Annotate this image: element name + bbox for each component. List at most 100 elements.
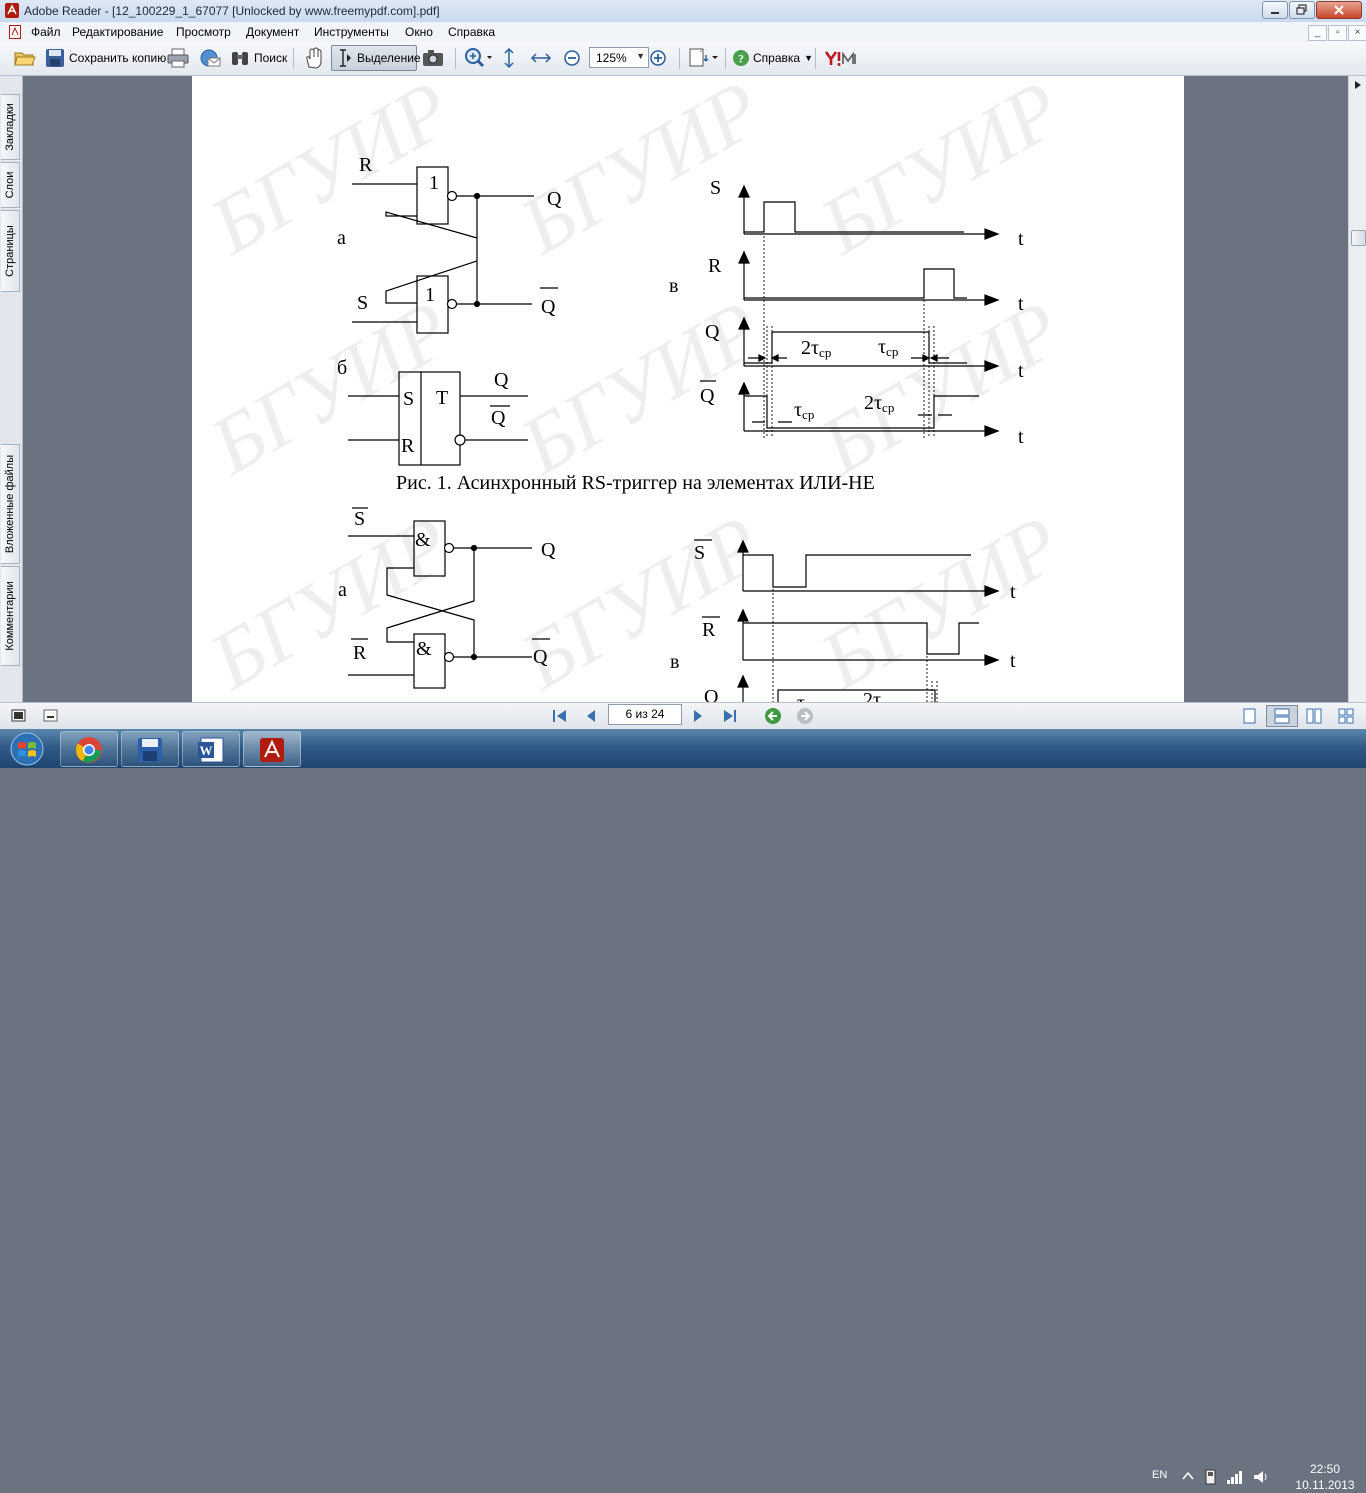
taskbar-adobe-reader[interactable] xyxy=(243,731,301,767)
panel-collapse-icon[interactable] xyxy=(43,708,59,724)
volume-icon[interactable] xyxy=(1252,1469,1270,1485)
taskbar-word[interactable]: W xyxy=(182,731,240,767)
time-axis-label: t xyxy=(1010,581,1016,603)
search-button[interactable]: Поиск xyxy=(230,46,287,70)
svg-text:W: W xyxy=(200,743,213,758)
minimize-button[interactable] xyxy=(1262,1,1288,19)
close-button[interactable] xyxy=(1316,1,1362,19)
doc-minimize-button[interactable]: _ xyxy=(1308,25,1327,41)
timing-s-label: S xyxy=(710,177,721,199)
camera-icon xyxy=(423,50,443,66)
taskbar-save-app[interactable] xyxy=(121,731,179,767)
single-page-view-icon[interactable] xyxy=(1242,708,1258,724)
vertical-scrollbar[interactable] xyxy=(1348,76,1366,702)
doc-restore-button[interactable]: ▫ xyxy=(1328,25,1347,41)
scroll-right-arrow-icon[interactable] xyxy=(1353,80,1363,90)
zoom-tool-button[interactable] xyxy=(464,46,494,70)
forward-view-icon[interactable] xyxy=(796,707,814,725)
restore-button[interactable] xyxy=(1289,1,1315,19)
fit-page-button[interactable] xyxy=(530,46,552,70)
restore-icon xyxy=(1296,4,1307,15)
panel-toggle-icon[interactable] xyxy=(11,708,27,724)
delay-tau-label: τср xyxy=(878,336,898,359)
taskbar-chrome[interactable] xyxy=(60,731,118,767)
symbol-t-label: T xyxy=(436,387,448,409)
figure-1-caption: Рис. 1. Асинхронный RS-триггер на элемен… xyxy=(396,472,875,494)
system-clock[interactable]: 22:50 10.11.2013 xyxy=(1290,1461,1360,1493)
watermark-text: БГУИР xyxy=(505,498,776,702)
last-page-icon[interactable] xyxy=(721,708,739,724)
yahoo-logo-icon xyxy=(824,51,856,66)
tab-comments[interactable]: Комментарии xyxy=(1,566,20,666)
menu-tools[interactable]: Инструменты xyxy=(314,25,389,39)
scrollbar-thumb[interactable] xyxy=(1351,230,1366,246)
email-button[interactable] xyxy=(199,46,221,70)
fit-page-vertical-icon xyxy=(504,47,514,69)
menu-file[interactable]: Файл xyxy=(31,25,61,39)
menu-document[interactable]: Документ xyxy=(246,25,300,39)
next-page-icon[interactable] xyxy=(690,708,706,724)
watermark-group: БГУИР БГУИР БГУИР БГУИР БГУИР БГУИР БГУИ… xyxy=(195,76,1076,702)
select-label: Выделение xyxy=(357,51,421,65)
subfigure-b-label: б xyxy=(337,357,347,379)
watermark-text: БГУИР xyxy=(805,76,1076,272)
page-display-button[interactable] xyxy=(688,46,720,70)
tab-layers[interactable]: Слои xyxy=(1,162,20,208)
snapshot-button[interactable] xyxy=(422,46,444,70)
word-icon: W xyxy=(198,737,224,763)
tab-bookmarks-label: Закладки xyxy=(4,103,16,151)
toolbar: Сохранить копию Поиск xyxy=(0,42,1366,76)
input-language[interactable]: EN xyxy=(1152,1469,1168,1481)
output-q-label: Q xyxy=(541,539,556,561)
save-copy-label: Сохранить копию xyxy=(69,51,167,65)
back-view-icon[interactable] xyxy=(764,707,782,725)
page-number-input[interactable]: 6 из 24 xyxy=(608,704,682,725)
open-button[interactable] xyxy=(14,46,36,70)
title-bar: Adobe Reader - [12_100229_1_67077 [Unloc… xyxy=(0,0,1366,23)
print-button[interactable] xyxy=(167,46,189,70)
tab-pages[interactable]: Страницы xyxy=(1,210,20,292)
timing-q-label: Q xyxy=(704,686,719,702)
time-axis-label: t xyxy=(1018,426,1024,448)
output-q-label: Q xyxy=(547,188,562,210)
delay-tau-label: τ xyxy=(797,692,805,702)
menu-help[interactable]: Справка xyxy=(448,25,496,39)
tab-bookmarks[interactable]: Закладки xyxy=(1,94,20,160)
symbol-q-label: Q xyxy=(494,369,509,391)
fit-width-button[interactable] xyxy=(500,46,518,70)
doc-close-button[interactable]: × xyxy=(1348,25,1366,41)
first-page-icon[interactable] xyxy=(551,708,569,724)
time-axis-label: t xyxy=(1018,228,1024,250)
delay-2tau-label: 2τ xyxy=(863,689,881,702)
time-axis-label: t xyxy=(1018,360,1024,382)
page-layout-icon xyxy=(689,48,718,67)
symbol-qbar-label: Q xyxy=(491,407,506,429)
help-label: Справка xyxy=(753,51,801,65)
zoom-in-button[interactable] xyxy=(649,46,667,70)
select-tool-button[interactable]: Выделение xyxy=(331,45,421,71)
tab-attachments[interactable]: Вложенные файлы xyxy=(1,444,20,564)
device-icon[interactable] xyxy=(1203,1468,1219,1486)
start-button[interactable] xyxy=(4,731,50,767)
yahoo-toolbar-button[interactable] xyxy=(824,46,860,70)
zoom-out-button[interactable] xyxy=(563,46,581,70)
menu-view[interactable]: Просмотр xyxy=(176,25,231,39)
help-button[interactable]: ? Справка ▼ xyxy=(732,46,813,70)
menu-window[interactable]: Окно xyxy=(405,25,433,39)
two-page-view-icon[interactable] xyxy=(1306,708,1322,724)
subfigure-a-label: а xyxy=(338,579,347,601)
show-hidden-icons-icon[interactable] xyxy=(1182,1471,1194,1481)
menu-edit[interactable]: Редактирование xyxy=(72,25,164,39)
hand-tool-button[interactable] xyxy=(303,46,325,70)
two-page-continuous-view-icon[interactable] xyxy=(1338,708,1354,724)
save-copy-button[interactable]: Сохранить копию xyxy=(45,46,166,70)
watermark-text: БГУИР xyxy=(805,498,1076,702)
document-viewport[interactable]: БГУИР БГУИР БГУИР БГУИР БГУИР БГУИР БГУИ… xyxy=(23,76,1348,702)
zoom-in-icon xyxy=(650,50,666,66)
zoom-level-select[interactable]: 125% ▼ xyxy=(589,47,649,68)
watermark-text: БГУИР xyxy=(505,76,776,272)
continuous-view-button[interactable] xyxy=(1266,705,1298,727)
network-signal-icon[interactable] xyxy=(1226,1469,1244,1485)
page-figures: БГУИР БГУИР БГУИР БГУИР БГУИР БГУИР БГУИ… xyxy=(195,76,1076,702)
previous-page-icon[interactable] xyxy=(583,708,599,724)
